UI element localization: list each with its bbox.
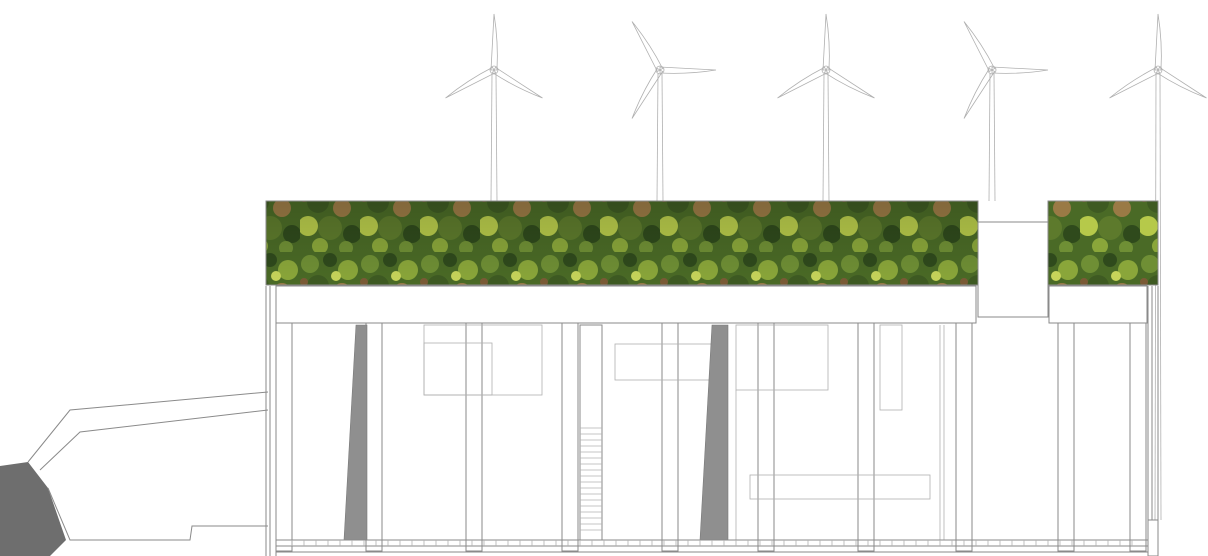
column bbox=[1129, 322, 1147, 552]
column bbox=[955, 322, 973, 552]
turbine-blade bbox=[1109, 66, 1161, 99]
wind-turbine bbox=[777, 13, 875, 202]
column bbox=[561, 322, 579, 552]
turbine-blade bbox=[659, 66, 717, 74]
wind-turbine bbox=[445, 13, 543, 202]
column bbox=[757, 322, 775, 552]
column bbox=[465, 322, 483, 552]
turbine-blade bbox=[1154, 13, 1162, 71]
column bbox=[365, 322, 383, 552]
wind-turbine bbox=[1109, 13, 1207, 521]
column bbox=[1057, 322, 1075, 552]
turbine-blade bbox=[822, 13, 830, 71]
wind-turbines bbox=[445, 13, 1207, 521]
wind-turbine bbox=[963, 21, 1049, 202]
turbine-blade bbox=[823, 66, 875, 99]
turbine-blade bbox=[777, 66, 829, 99]
turbine-blade bbox=[631, 21, 664, 73]
stair bbox=[579, 324, 603, 541]
column bbox=[857, 322, 875, 552]
interior-outlines bbox=[423, 324, 945, 540]
outer-walls bbox=[265, 286, 1159, 556]
turbine-blade bbox=[991, 66, 1049, 74]
green-roof-side bbox=[1047, 200, 1159, 286]
turbine-blade bbox=[963, 21, 996, 73]
turbine-blade bbox=[490, 13, 498, 71]
turbine-blade bbox=[963, 67, 996, 119]
turbine-blade bbox=[491, 66, 543, 99]
terrain-rock bbox=[0, 391, 269, 556]
turbine-blade bbox=[445, 66, 497, 99]
floor-slab bbox=[276, 539, 1148, 553]
turbine-blade bbox=[1155, 66, 1207, 99]
wind-turbine bbox=[631, 21, 717, 202]
column bbox=[275, 322, 293, 552]
roof-slab bbox=[275, 221, 1148, 324]
green-roof-main bbox=[265, 200, 979, 286]
turbine-blade bbox=[631, 67, 664, 119]
column bbox=[661, 322, 679, 552]
